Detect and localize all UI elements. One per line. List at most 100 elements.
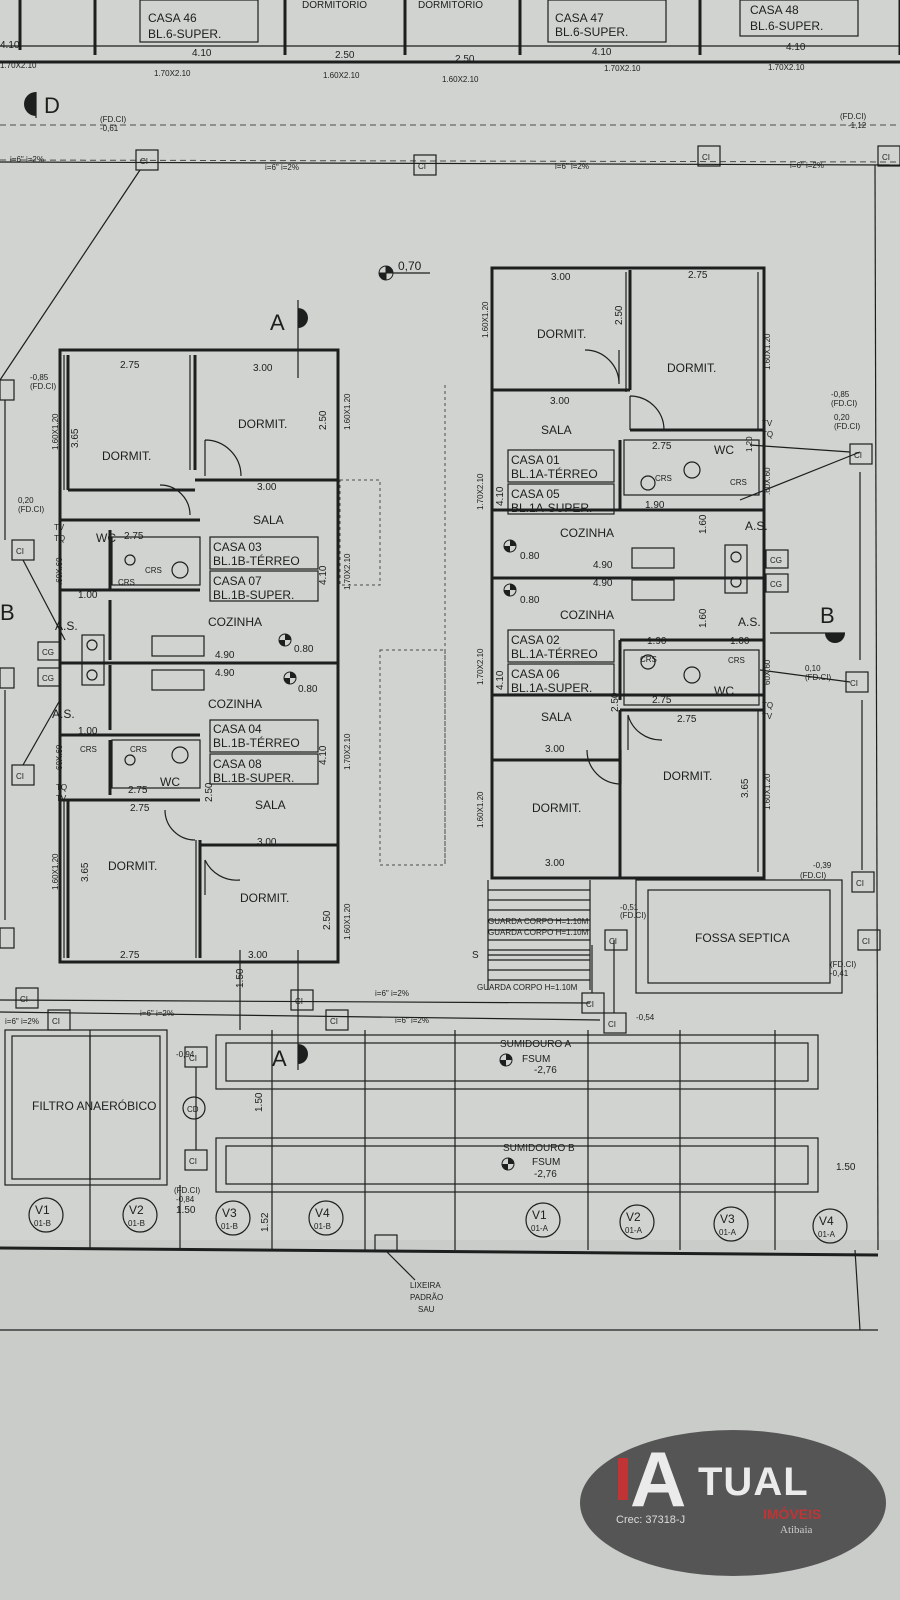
svg-text:CG: CG bbox=[42, 648, 54, 657]
room-sala: SALA bbox=[253, 513, 284, 527]
section-d-marker: D bbox=[24, 92, 60, 118]
room-dormit: DORMIT. bbox=[102, 449, 151, 463]
fd-label: (FD.CI) bbox=[840, 112, 867, 121]
room-dormit: DORMIT. bbox=[108, 859, 157, 873]
svg-text:CI: CI bbox=[609, 937, 617, 946]
stair-direction: S bbox=[472, 950, 479, 961]
block-left: DORMIT. DORMIT. SALA WC A.S. COZINHA CAS… bbox=[51, 348, 352, 964]
top-dormitorio-2: DORMITÓRIO bbox=[418, 0, 483, 11]
casa-block: BL.1A-SUPER. bbox=[511, 681, 592, 695]
svg-text:CG: CG bbox=[770, 580, 782, 589]
dim-label: 1.00 bbox=[78, 590, 98, 601]
top-casa48-bl: BL.6-SUPER. bbox=[750, 19, 823, 33]
fd-label: (FD.CI) bbox=[18, 505, 45, 514]
fixture-label: TV bbox=[762, 419, 773, 428]
ci-box: CI bbox=[135, 149, 159, 171]
dim-label: 1.52 bbox=[260, 1212, 271, 1232]
ci-box: CI bbox=[603, 1012, 627, 1034]
fd-value: -0,61 bbox=[100, 124, 119, 133]
dim-label: 3.65 bbox=[70, 428, 81, 448]
casa-block: BL.1A-SUPER. bbox=[511, 501, 592, 515]
slope-label: i=6" i=2% bbox=[395, 1016, 429, 1025]
ci-box: CI bbox=[325, 1009, 349, 1031]
svg-text:0,70: 0,70 bbox=[398, 259, 422, 273]
svg-text:A: A bbox=[270, 310, 285, 335]
door-window-label: 1.60X1.20 bbox=[763, 333, 772, 370]
svg-text:0.80: 0.80 bbox=[294, 644, 314, 655]
guard-label: GUARDA CORPO H=1.10M bbox=[488, 928, 589, 937]
logo-imoveis: IMÓVEIS bbox=[763, 1506, 822, 1522]
slope-label: i=6" i=2% bbox=[10, 155, 44, 164]
svg-text:A: A bbox=[272, 1046, 287, 1071]
svg-text:CI: CI bbox=[330, 1017, 338, 1026]
svg-text:SAU: SAU bbox=[418, 1305, 435, 1314]
fossa-septica: FOSSA SEPTICA bbox=[635, 879, 843, 994]
top-dim-5: 4.10 bbox=[786, 42, 806, 53]
cg-box: CG bbox=[765, 549, 789, 569]
fd-value: -0,84 bbox=[176, 1195, 195, 1204]
top-casa47: CASA 47 bbox=[555, 11, 604, 25]
slope-label: i=6" i=2% bbox=[790, 161, 824, 170]
svg-text:LIXEIRA: LIXEIRA bbox=[410, 1281, 441, 1290]
dim-label: 3.00 bbox=[550, 396, 570, 407]
dim-label: 2.75 bbox=[652, 441, 672, 452]
fd-value: -0,94 bbox=[176, 1050, 195, 1059]
svg-text:01-A: 01-A bbox=[625, 1226, 643, 1235]
top-door-0: 1.70X2.10 bbox=[0, 61, 37, 70]
svg-text:SUMIDOURO B: SUMIDOURO B bbox=[503, 1143, 575, 1154]
level-mark: 0.80 bbox=[283, 671, 318, 695]
top-dim-2: 2.50 bbox=[455, 54, 475, 65]
slope-label: i=6" i=2% bbox=[5, 1017, 39, 1026]
fixture-label: CRS bbox=[655, 474, 672, 483]
svg-text:-2,76: -2,76 bbox=[534, 1065, 557, 1076]
section-d-label: D bbox=[44, 93, 60, 118]
door-window-label: 60X.60 bbox=[55, 744, 64, 770]
top-dormitorio-1: DORMITÓRIO bbox=[302, 0, 367, 11]
svg-text:FILTRO ANAERÓBICO: FILTRO ANAERÓBICO bbox=[32, 1098, 156, 1113]
door-window-label: 1.60X1.20 bbox=[51, 853, 60, 890]
svg-text:CI: CI bbox=[882, 153, 890, 162]
dim-label: 4.90 bbox=[215, 650, 235, 661]
casa-block: BL.1B-TÉRREO bbox=[213, 553, 300, 568]
logo-letter-a: A bbox=[630, 1435, 687, 1523]
dim-label: 1.90 bbox=[647, 636, 667, 647]
fixture-label: TQ bbox=[762, 430, 773, 439]
atual-imoveis-logo: A TUAL IMÓVEIS Crec: 37318-J Atibaia bbox=[580, 1430, 886, 1576]
room-dormit: DORMIT. bbox=[532, 801, 581, 815]
dim-label: 3.00 bbox=[551, 272, 571, 283]
guard-label: GUARDA CORPO H=1.10M bbox=[488, 917, 589, 926]
ci-box: CI bbox=[413, 154, 437, 176]
svg-text:CI: CI bbox=[586, 1000, 594, 1009]
fixture-label: TQ bbox=[762, 701, 773, 710]
svg-text:V3: V3 bbox=[222, 1206, 237, 1220]
room-cozinha: COZINHA bbox=[560, 526, 614, 540]
dim-label: 3.00 bbox=[257, 482, 277, 493]
svg-text:V1: V1 bbox=[532, 1208, 547, 1222]
svg-text:CI: CI bbox=[20, 995, 28, 1004]
dim-label: 2.50 bbox=[318, 410, 329, 430]
ci-box bbox=[0, 927, 15, 949]
fd-value: -0,41 bbox=[830, 969, 849, 978]
room-wc: WC bbox=[96, 531, 116, 545]
svg-text:CG: CG bbox=[770, 556, 782, 565]
dim-label: 3.00 bbox=[257, 837, 277, 848]
cg-box: CG bbox=[765, 573, 789, 593]
room-wc: WC bbox=[160, 775, 180, 789]
top-dim-left: 4.10 bbox=[0, 40, 20, 51]
svg-text:0.80: 0.80 bbox=[298, 684, 318, 695]
door-window-label: 1.60X1.20 bbox=[343, 393, 352, 430]
room-cozinha: COZINHA bbox=[560, 608, 614, 622]
dim-label: 1.60 bbox=[698, 608, 709, 628]
dim-label: 2.50 bbox=[322, 910, 333, 930]
room-as: A.S. bbox=[55, 619, 78, 633]
svg-text:01-B: 01-B bbox=[128, 1219, 145, 1228]
ci-box bbox=[0, 379, 15, 401]
dim-label: 1.00 bbox=[78, 726, 98, 737]
svg-text:FSUM: FSUM bbox=[522, 1054, 550, 1065]
door-window-label: 1.60X1.20 bbox=[481, 301, 490, 338]
logo-city: Atibaia bbox=[780, 1524, 813, 1536]
